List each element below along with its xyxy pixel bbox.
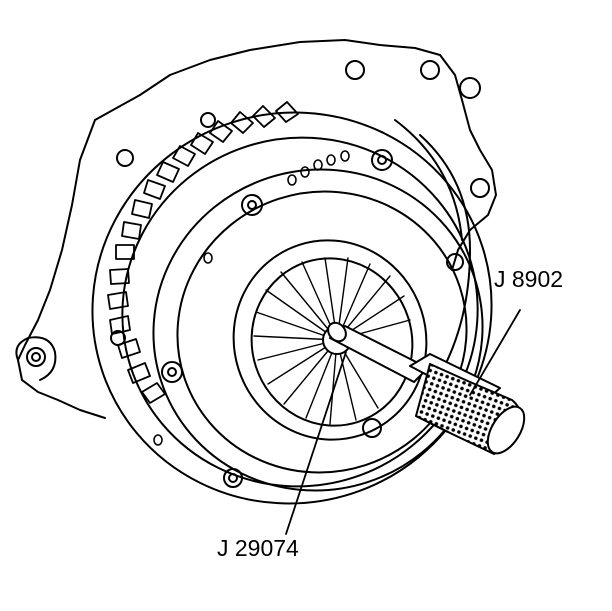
handle-front-band (415, 415, 449, 433)
pressure-plate-cover (152, 168, 484, 492)
pressure-plate-flange (176, 190, 468, 474)
bolt-3 (161, 361, 183, 383)
callout-label-j8902: J 8902 (494, 266, 564, 292)
mounting-hole-top-2 (200, 112, 216, 128)
cover-rim-right (419, 134, 471, 376)
cover-rim-right-2 (394, 119, 463, 241)
leader-line-j8902 (469, 309, 521, 396)
mounting-hole-right (459, 77, 481, 99)
cover-holes (153, 150, 350, 446)
mounting-hole-left (26, 347, 46, 367)
diaphragm-spring-outer (232, 239, 428, 441)
bolt-6 (446, 253, 464, 271)
bolt-5 (362, 418, 382, 438)
mounting-hole-left-inner (31, 352, 41, 362)
leader-line-j29074 (285, 351, 347, 535)
mounting-ear-left (15, 336, 57, 381)
bolt-4 (223, 468, 243, 488)
cover-bolts (161, 149, 464, 488)
callout-label-j29074: J 29074 (217, 535, 299, 561)
bolt-1 (371, 149, 393, 171)
mounting-hole-top-1 (116, 149, 134, 167)
flywheel-ring-inner (121, 136, 479, 488)
diaphragm-spring-ring (250, 257, 414, 427)
housing-outline (17, 39, 497, 419)
mounting-hole-top-4 (420, 60, 440, 80)
mounting-hole-right-2 (470, 178, 490, 198)
mounting-hole-top-3 (345, 60, 365, 80)
alignment-tool-tip (327, 321, 347, 343)
handle-end-cap (486, 405, 526, 455)
ring-gear-teeth (107, 101, 299, 404)
bolt-2 (241, 194, 263, 216)
